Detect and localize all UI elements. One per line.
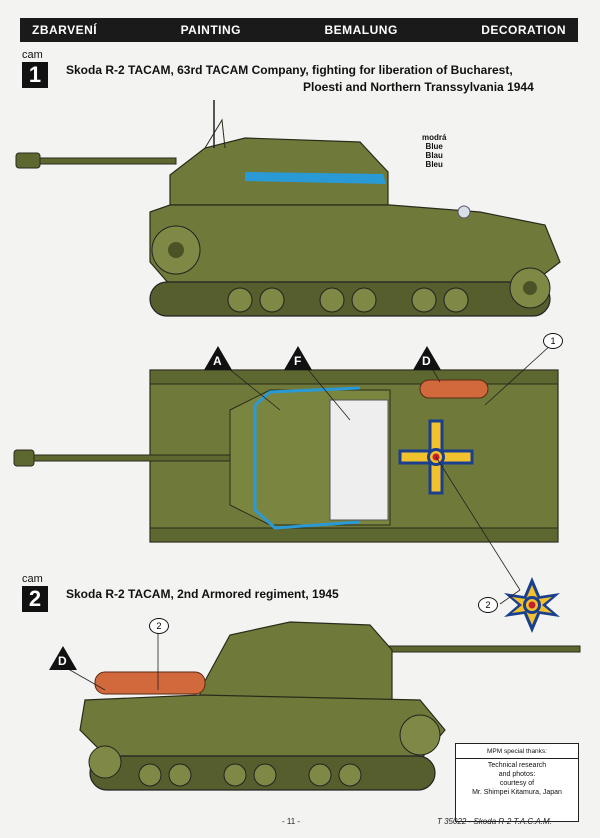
product-code: T 35022 - Skoda R-2 T.A.C.A.M. [437, 817, 552, 826]
page-number: - 11 - [282, 817, 301, 826]
cam2-title: Skoda R-2 TACAM, 2nd Armored regiment, 1… [66, 587, 339, 601]
marker-f: F [283, 345, 313, 371]
top-view [13, 369, 559, 591]
color-en: Blue [425, 142, 443, 151]
cam1-number: 1 [22, 62, 48, 88]
cam2-badge: cam 2 [22, 574, 48, 612]
callout-2-roundel: 2 [478, 597, 498, 613]
header-english: PAINTING [180, 23, 242, 37]
thanks-line3: and photos: [498, 771, 536, 778]
blue-color-callout: modrá Blue Blau Bleu [422, 133, 446, 169]
marker-d-top: D [412, 345, 442, 371]
callout-1: 1 [543, 333, 563, 349]
thanks-heading: MPM special thanks: [456, 747, 578, 759]
cam1-label: cam [22, 49, 43, 61]
roundel-2 [504, 577, 560, 633]
thanks-line5: Mr. Shimpei Kitamura, Japan [472, 789, 562, 796]
cam2-number: 2 [22, 586, 48, 612]
marker-a: A [203, 345, 233, 371]
side-view-2 [62, 621, 581, 791]
header-french: DECORATION [481, 23, 566, 37]
marker-d-side-label: D [58, 654, 67, 668]
cam1-title-line1: Skoda R-2 TACAM, 63rd TACAM Company, fig… [66, 63, 513, 77]
header-german: BEMALUNG [324, 23, 398, 37]
cam1-badge: cam 1 [22, 50, 48, 88]
side-view-1 [15, 100, 561, 317]
marker-f-label: F [294, 354, 302, 368]
color-de: Blau [425, 151, 443, 160]
color-cz: modrá [422, 133, 447, 142]
special-thanks-box: MPM special thanks: Technical research a… [455, 743, 579, 822]
cam1-title-line2: Ploesti and Northern Transsylvania 1944 [303, 80, 534, 94]
marker-a-label: A [213, 354, 222, 368]
marker-d-top-label: D [422, 354, 431, 368]
header-czech: ZBARVENÍ [32, 23, 98, 37]
thanks-line4: courtesy of [499, 780, 535, 787]
section-header: ZBARVENÍ PAINTING BEMALUNG DECORATION [20, 18, 578, 42]
cam2-label: cam [22, 573, 43, 585]
marker-d-side: D [48, 645, 78, 671]
color-fr: Bleu [425, 160, 443, 169]
callout-2-side: 2 [149, 618, 169, 634]
thanks-line2: Technical research [487, 762, 547, 769]
